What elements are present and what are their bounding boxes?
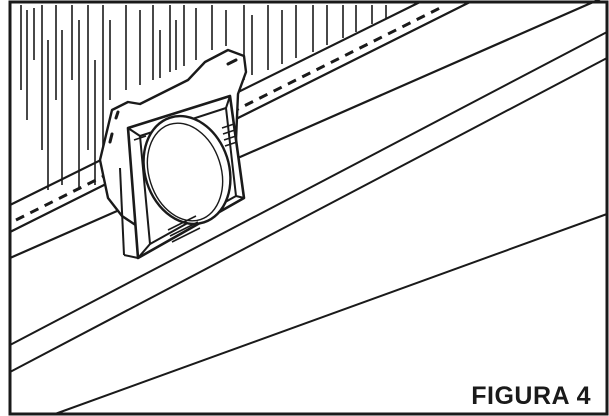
duct-opening-inner — [146, 122, 224, 222]
vent-depth-edges — [119, 95, 245, 259]
figure-border — [8, 0, 609, 416]
figure-caption: FIGURA 4 — [471, 382, 591, 410]
screw-slots — [108, 58, 238, 144]
wall-rail — [9, 0, 601, 260]
frame-shading — [133, 123, 238, 243]
wall-siding — [20, 5, 387, 190]
duct-opening — [142, 114, 232, 226]
roof-surface — [9, 31, 608, 415]
